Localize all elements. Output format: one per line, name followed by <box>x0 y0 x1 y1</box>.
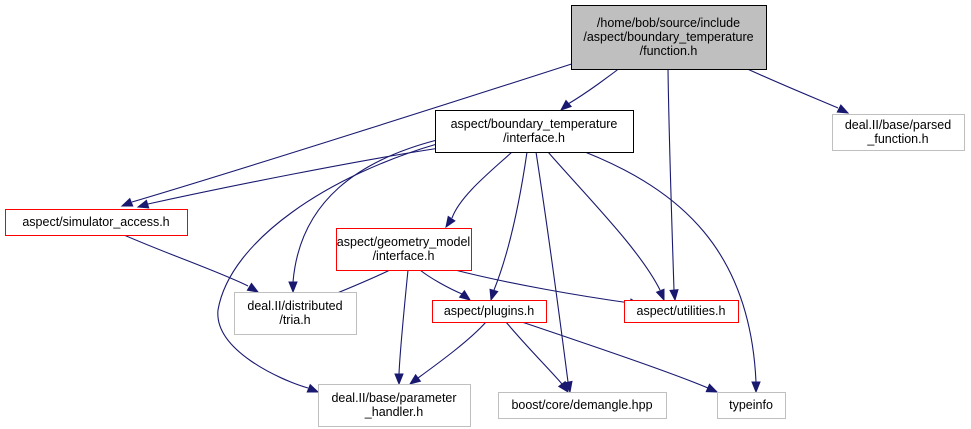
edge-bt-interface-h-to-utilities-h <box>547 151 665 302</box>
node-tria-h[interactable]: deal.II/distributed/tria.h <box>234 292 357 335</box>
edge-function-h-to-simulator-access-h <box>120 59 585 207</box>
node-box <box>832 114 965 151</box>
nodes-layer: /home/bob/source/include/aspect/boundary… <box>5 5 965 427</box>
edge-bt-interface-h-to-parameter-handler-h <box>217 143 438 393</box>
edge-plugins-h-to-demangle-hpp <box>505 321 569 394</box>
node-label-line: aspect/simulator_access.h <box>22 215 169 229</box>
arrowhead-icon <box>408 373 422 385</box>
edge-line <box>217 143 438 389</box>
arrowhead-icon <box>136 199 150 209</box>
arrowhead-icon <box>288 281 298 294</box>
node-plugins-h[interactable]: aspect/plugins.h <box>432 300 547 323</box>
node-label-line: deal.II/base/parsed <box>845 118 951 132</box>
node-box <box>498 392 667 419</box>
edge-gm-interface-h-to-parameter-handler-h <box>394 269 409 386</box>
node-parameter-handler-h[interactable]: deal.II/base/parameter_handler.h <box>318 384 471 427</box>
arrowhead-icon <box>489 288 499 302</box>
node-function-h: /home/bob/source/include/aspect/boundary… <box>571 5 767 70</box>
edge-plugins-h-to-parameter-handler-h <box>408 321 487 385</box>
node-box <box>435 110 634 153</box>
node-utilities-h[interactable]: aspect/utilities.h <box>624 300 739 323</box>
edge-line <box>505 321 563 385</box>
node-gm-interface-h[interactable]: aspect/geometry_model/interface.h <box>336 228 472 271</box>
arrowhead-icon <box>394 373 404 386</box>
arrowhead-icon <box>445 215 456 229</box>
node-label-line: typeinfo <box>729 398 773 412</box>
node-label-line: /interface.h <box>503 131 565 145</box>
edge-line <box>123 234 249 287</box>
node-label-line: /function.h <box>640 44 698 58</box>
arrowhead-icon <box>655 288 665 302</box>
node-simulator-access-h[interactable]: aspect/simulator_access.h <box>5 209 188 236</box>
node-box <box>234 292 357 335</box>
node-label-line: boost/core/demangle.hpp <box>511 398 652 412</box>
node-label-line: deal.II/base/parameter <box>331 391 456 405</box>
arrowhead-icon <box>306 383 320 393</box>
node-demangle-hpp[interactable]: boost/core/demangle.hpp <box>498 392 667 419</box>
node-box <box>432 300 547 323</box>
edge-line <box>398 269 409 375</box>
edge-bt-interface-h-to-plugins-h <box>489 151 528 302</box>
edge-line <box>535 151 569 383</box>
arrowhead-icon <box>705 383 719 393</box>
node-label-line: deal.II/distributed <box>247 299 342 313</box>
node-label-line: aspect/utilities.h <box>637 304 726 318</box>
node-typeinfo[interactable]: typeinfo <box>717 392 786 419</box>
edge-line <box>131 59 585 203</box>
edge-plugins-h-to-typeinfo <box>521 321 719 393</box>
edge-line <box>454 269 631 304</box>
arrowhead-icon <box>120 197 134 207</box>
node-parsed-function-h[interactable]: deal.II/base/parsed_function.h <box>832 114 965 151</box>
node-box <box>336 228 472 271</box>
edge-line <box>417 321 487 379</box>
node-label-line: _handler.h <box>364 405 423 419</box>
edge-line <box>451 151 513 219</box>
edge-line <box>584 151 757 383</box>
node-label-line: aspect/plugins.h <box>444 304 534 318</box>
node-label-line: /home/bob/source/include <box>597 16 740 30</box>
arrowhead-icon <box>557 380 569 394</box>
edge-simulator-access-h-to-tria-h <box>123 234 260 293</box>
edge-line <box>521 321 709 389</box>
node-label-line: /interface.h <box>373 249 435 263</box>
edge-line <box>667 68 675 291</box>
node-box <box>717 392 786 419</box>
edge-bt-interface-h-to-gm-interface-h <box>445 151 513 229</box>
edge-function-h-to-utilities-h <box>667 68 679 302</box>
node-label-line: /tria.h <box>279 313 310 327</box>
edge-bt-interface-h-to-tria-h <box>288 139 438 294</box>
edge-bt-interface-h-to-typeinfo <box>584 151 761 394</box>
edge-line <box>292 139 438 283</box>
edge-line <box>493 151 528 291</box>
node-box <box>318 384 471 427</box>
node-box <box>624 300 739 323</box>
arrowhead-icon <box>669 289 679 302</box>
node-box <box>5 209 188 236</box>
node-label-line: aspect/boundary_temperature <box>451 117 618 131</box>
node-label-line: _function.h <box>866 132 928 146</box>
arrowhead-icon <box>559 99 573 111</box>
arrowhead-icon <box>458 289 472 301</box>
edge-line <box>547 151 661 291</box>
node-label-line: aspect/geometry_model <box>337 235 470 249</box>
node-box <box>571 5 767 70</box>
node-label-line: /aspect/boundary_temperature <box>583 30 753 44</box>
edge-line <box>419 269 463 295</box>
arrowhead-icon <box>751 381 761 394</box>
node-bt-interface-h[interactable]: aspect/boundary_temperature/interface.h <box>435 110 634 153</box>
arrowhead-icon <box>246 282 260 293</box>
arrowhead-icon <box>836 104 850 114</box>
edge-gm-interface-h-to-plugins-h <box>419 269 472 301</box>
